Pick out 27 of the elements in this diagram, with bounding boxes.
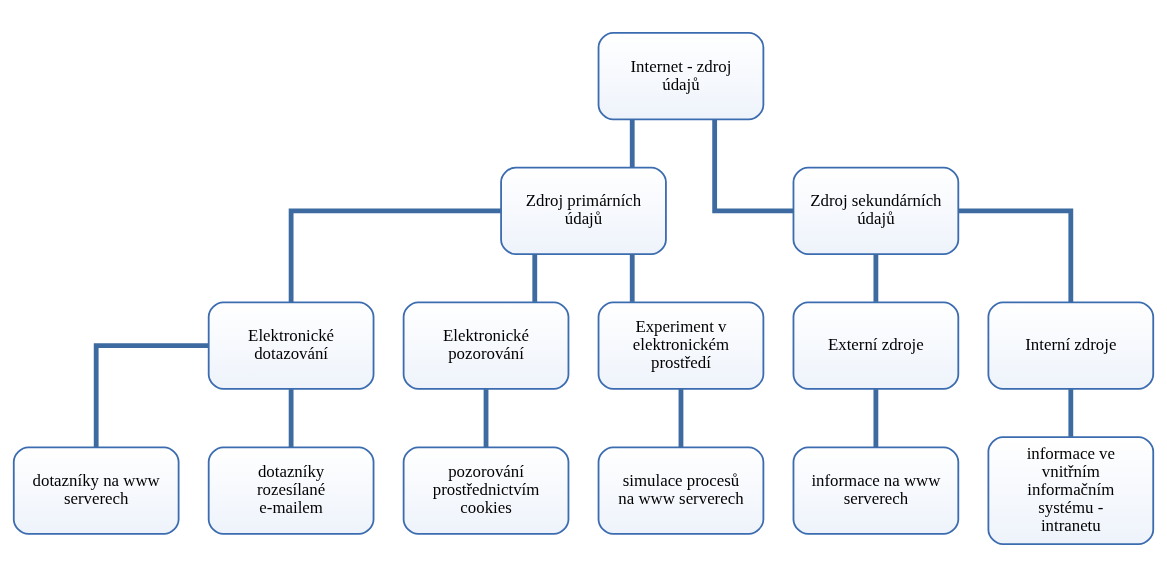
node-box: Externí zdroje xyxy=(792,300,960,390)
connector xyxy=(288,388,294,447)
node-box: informace na www serverech xyxy=(792,445,960,535)
connector xyxy=(678,388,684,447)
connector xyxy=(873,388,879,447)
connector xyxy=(93,342,209,447)
node-box: pozorování prostřednictvím cookies xyxy=(402,445,570,535)
connector xyxy=(532,253,538,302)
connector xyxy=(629,119,635,167)
node-box: Elektronické pozorování xyxy=(402,300,570,390)
node-box: informace ve vnitřním informačním systému - intranetu xyxy=(987,435,1155,545)
connector xyxy=(1068,388,1074,437)
connector xyxy=(483,388,489,447)
connector xyxy=(288,208,501,302)
connector xyxy=(873,253,879,302)
node-box: Experiment v elektronickém prostředí xyxy=(597,300,765,390)
node-box: simulace procesů na www serverech xyxy=(597,445,765,535)
node-box: Zdroj sekundárních údajů xyxy=(792,166,960,255)
node-box: Internet - zdroj údajů xyxy=(597,31,765,120)
node-box: Elektronické dotazování xyxy=(207,300,375,390)
connector xyxy=(958,208,1074,302)
connector xyxy=(712,119,794,213)
node-box: Zdroj primárních údajů xyxy=(500,166,667,255)
node-box: dotazníky na www serverech xyxy=(12,445,180,535)
connector xyxy=(629,253,635,302)
node-box: dotazníky rozesílané e-mailem xyxy=(207,445,375,535)
node-box: Interní zdroje xyxy=(987,300,1155,390)
